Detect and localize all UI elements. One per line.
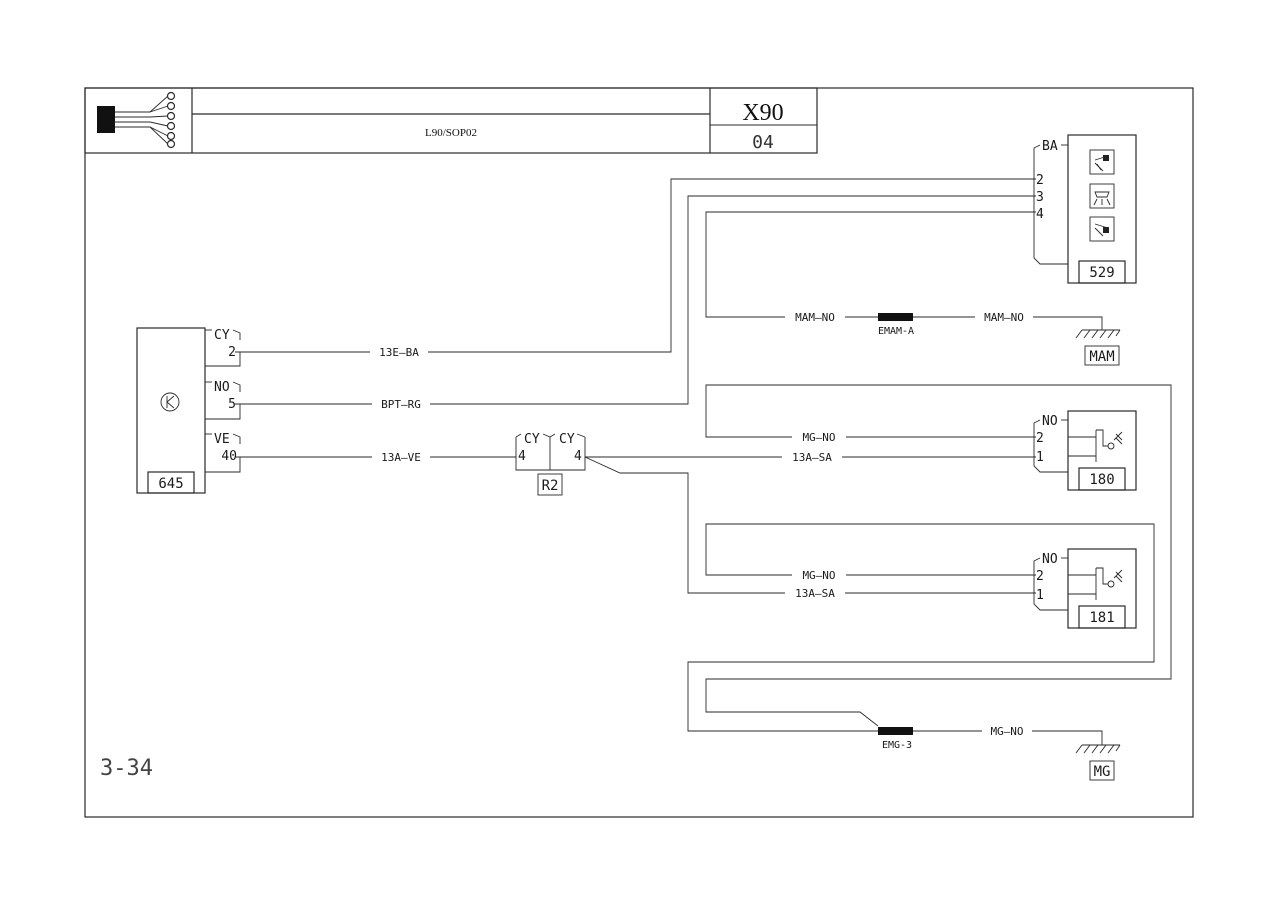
wire-label-mg-no-ground: MG—NO xyxy=(990,725,1023,738)
wire-label-13a-ve: 13A—VE xyxy=(381,451,421,464)
ground-mam: MAM xyxy=(1075,329,1121,366)
wire-label-mam-no-left: MAM—NO xyxy=(795,311,835,324)
wire-label-13e-ba: 13E—BA xyxy=(379,346,419,359)
sensor-icon xyxy=(160,392,180,412)
wire-label-mam-no-right: MAM—NO xyxy=(984,311,1024,324)
r2-right-color: CY xyxy=(559,432,575,447)
c529-pin-3: 3 xyxy=(1036,190,1044,205)
c645-conn-color-3: VE xyxy=(214,432,230,447)
diagram-border xyxy=(84,87,1194,818)
wire-label-mg-no-181: MG—NO xyxy=(802,569,835,582)
version-label: 04 xyxy=(752,132,774,153)
component-181: 181 NO 2 1 xyxy=(1033,548,1137,629)
switch-icon xyxy=(1068,429,1123,462)
c529-pin-2: 2 xyxy=(1036,173,1044,188)
ground-mg: MG xyxy=(1075,744,1121,781)
lamp-icon xyxy=(1089,149,1115,175)
connector-r2: R2 CY CY 4 4 xyxy=(515,432,586,496)
title-block: L90/SOP02 X90 04 xyxy=(84,87,818,154)
component-645-id: 645 xyxy=(158,476,183,492)
component-180: 180 NO 2 1 xyxy=(1033,410,1137,491)
reference-label: L90/SOP02 xyxy=(425,127,477,139)
wire-label-13a-sa-180: 13A—SA xyxy=(792,451,832,464)
splice-emg xyxy=(878,727,913,735)
wire-labels: 13E—BA BPT—RG 13A—VE 13A—SA MG—NO 13A—SA… xyxy=(379,311,1024,751)
c181-pin-1: 1 xyxy=(1036,588,1044,603)
splice-label-emam: EMAM-A xyxy=(878,326,914,337)
c645-conn-pin-1: 2 xyxy=(228,345,236,360)
component-181-id: 181 xyxy=(1089,610,1114,626)
page-number: 3-34 xyxy=(100,756,153,781)
connector-logo-icon xyxy=(97,91,176,149)
lamp-icon xyxy=(1089,183,1115,209)
component-529: 529 BA 2 3 4 xyxy=(1033,134,1137,284)
ground-mg-label: MG xyxy=(1094,764,1111,780)
splice-emam xyxy=(878,313,913,321)
c180-pin-1: 1 xyxy=(1036,450,1044,465)
switch-icon xyxy=(1068,567,1123,600)
c645-conn-color-2: NO xyxy=(214,380,230,395)
c529-pin-4: 4 xyxy=(1036,207,1044,222)
c645-conn-color-1: CY xyxy=(214,328,230,343)
model-title: X90 xyxy=(742,100,783,126)
c181-conn-color: NO xyxy=(1042,552,1058,567)
ground-mam-label: MAM xyxy=(1089,349,1114,365)
wire-label-13a-sa-181: 13A—SA xyxy=(795,587,835,600)
c180-conn-color: NO xyxy=(1042,414,1058,429)
c181-pin-2: 2 xyxy=(1036,569,1044,584)
r2-left-pin: 4 xyxy=(518,449,526,464)
r2-id: R2 xyxy=(542,478,559,494)
wire-label-mg-no-180: MG—NO xyxy=(802,431,835,444)
c645-conn-pin-3: 40 xyxy=(221,449,237,464)
r2-left-color: CY xyxy=(524,432,540,447)
c645-conn-pin-2: 5 xyxy=(228,397,236,412)
wires xyxy=(240,178,1172,745)
splice-label-emg: EMG-3 xyxy=(882,740,912,751)
c180-pin-2: 2 xyxy=(1036,431,1044,446)
component-645: 645 CY 2 NO 5 VE 40 xyxy=(136,327,241,494)
wire-label-bpt-rg: BPT—RG xyxy=(381,398,421,411)
component-180-id: 180 xyxy=(1089,472,1114,488)
lamp-icon xyxy=(1089,216,1115,242)
component-529-id: 529 xyxy=(1089,265,1114,281)
r2-right-pin: 4 xyxy=(574,449,582,464)
c529-conn-color: BA xyxy=(1042,139,1058,154)
